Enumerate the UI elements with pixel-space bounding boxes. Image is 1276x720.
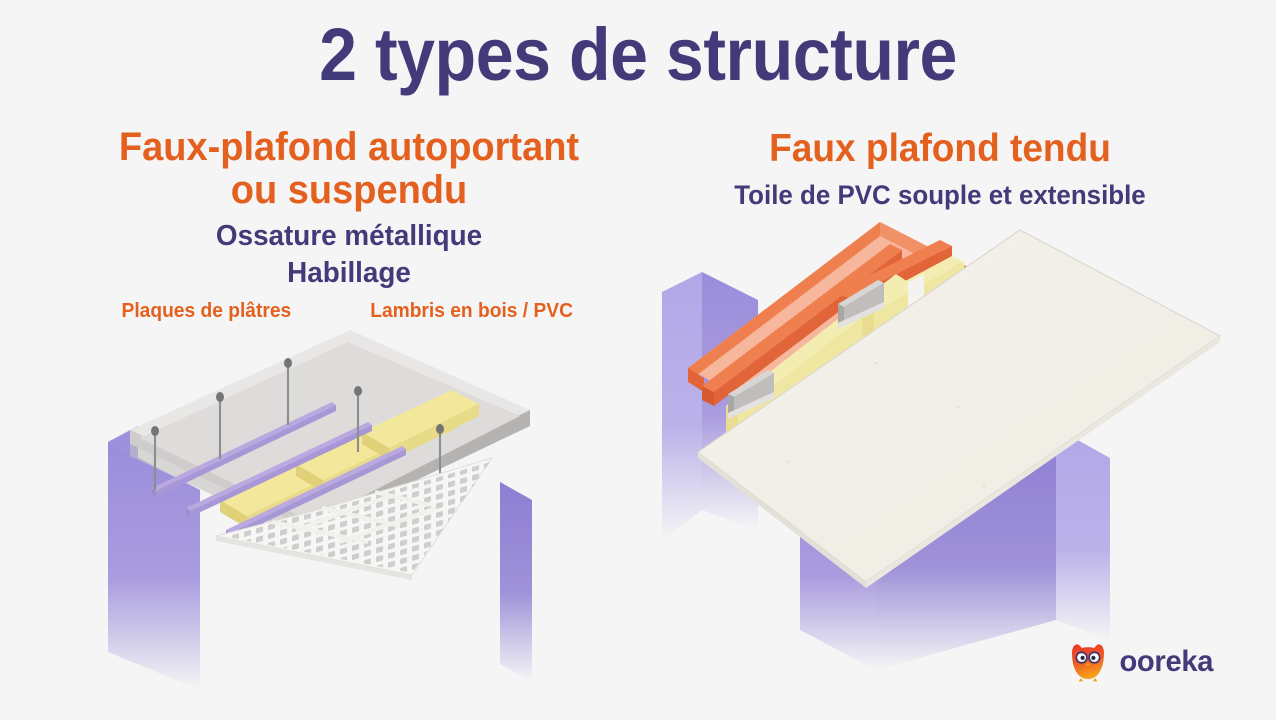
suspended-ceiling-illustration: [108, 330, 532, 690]
right-column-heading: Faux plafond tendu: [674, 127, 1206, 170]
ooreka-logo[interactable]: ooreka: [1068, 638, 1220, 686]
left-heading-line-2: ou suspendu: [230, 168, 468, 213]
ooreka-wordmark: ooreka: [1119, 645, 1214, 678]
right-heading-line-1: Faux plafond tendu: [769, 127, 1111, 170]
stretched-ceiling-illustration: [662, 222, 1222, 670]
right-subtitle-toile-pvc: Toile de PVC souple et extensible: [734, 180, 1146, 210]
left-tag-lambris-bois-pvc: Lambris en bois / PVC: [370, 300, 573, 322]
left-subtitle-ossature: Ossature métallique: [215, 220, 483, 252]
page-title: 2 types de structure: [319, 13, 957, 96]
left-subtitle-habillage: Habillage: [287, 257, 411, 289]
left-column-heading: Faux-plafond autoportant ou suspendu: [25, 125, 673, 213]
owl-icon: [1072, 644, 1104, 682]
left-heading-line-1: Faux-plafond autoportant: [118, 125, 580, 169]
left-tag-plaques-de-platres: Plaques de plâtres: [121, 300, 292, 322]
